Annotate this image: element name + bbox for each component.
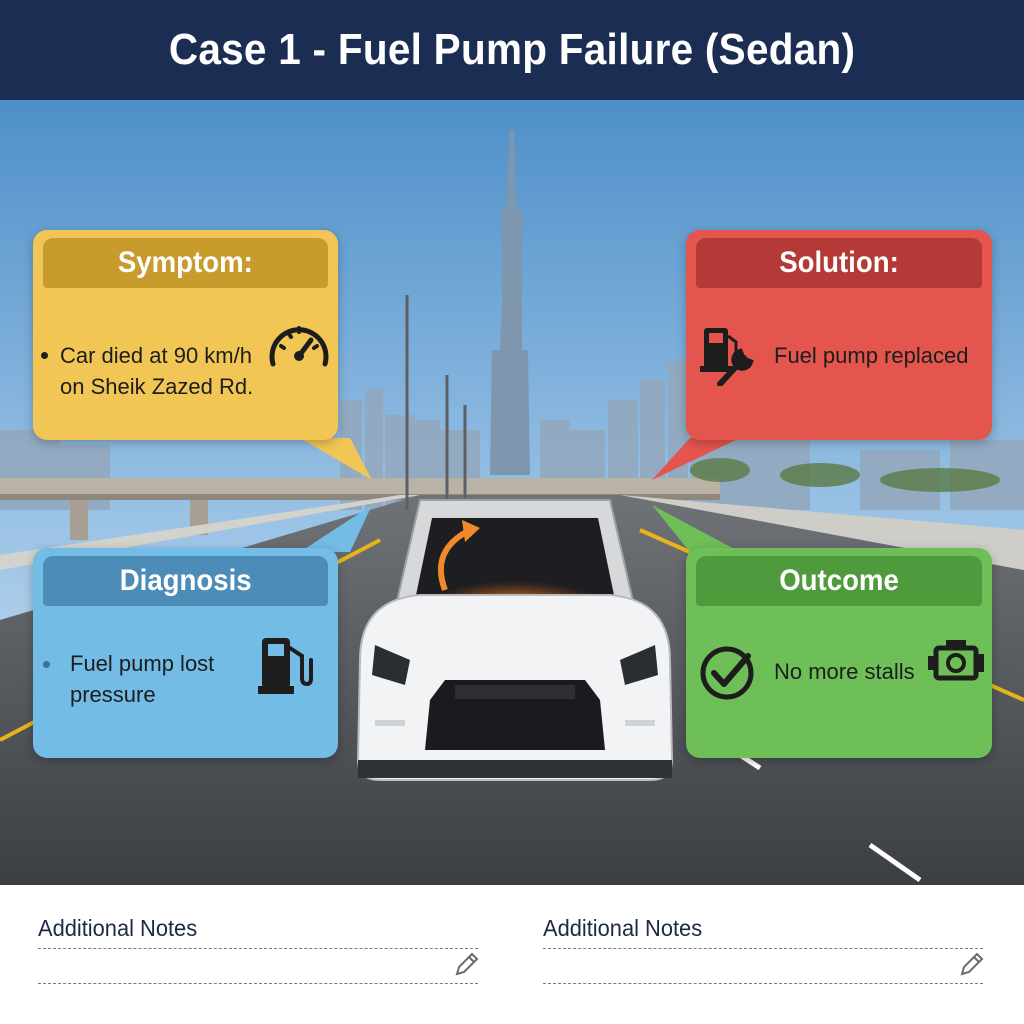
car-illustration xyxy=(356,499,674,781)
title-banner: Case 1 - Fuel Pump Failure (Sedan) xyxy=(0,0,1024,100)
diagnosis-card: Diagnosis Fuel pump lost pressure xyxy=(33,548,338,758)
symptom-card: Symptom: Car died at 90 km/h on Sheik Za… xyxy=(33,230,338,440)
symptom-bullet xyxy=(41,352,48,359)
symptom-line-1: Car died at 90 km/h xyxy=(60,343,252,368)
notes-title-left: Additional Notes xyxy=(38,915,198,941)
notes-line xyxy=(543,983,983,984)
outcome-heading: Outcome xyxy=(779,564,899,597)
notes-right: Additional Notes xyxy=(543,915,984,984)
diagnosis-line-1: Fuel pump lost xyxy=(70,651,215,676)
symptom-text: Car died at 90 km/h on Sheik Zazed Rd. xyxy=(60,340,253,402)
diagnosis-line-2: pressure xyxy=(70,682,156,707)
notes-title-right: Additional Notes xyxy=(543,915,703,941)
diagnosis-text: Fuel pump lost pressure xyxy=(70,648,214,710)
diagnosis-heading-bar: Diagnosis xyxy=(43,556,328,606)
pencil-icon[interactable] xyxy=(453,950,481,978)
symptom-heading: Symptom: xyxy=(118,246,253,279)
speedometer-icon xyxy=(269,326,329,367)
pencil-icon[interactable] xyxy=(958,950,986,978)
diagnosis-bullet xyxy=(43,661,50,668)
page-title: Case 1 - Fuel Pump Failure (Sedan) xyxy=(168,25,856,74)
fuel-pump-wrench-icon xyxy=(700,328,754,386)
notes-left: Additional Notes xyxy=(38,915,479,984)
engine-icon xyxy=(928,640,984,681)
solution-text: Fuel pump replaced xyxy=(774,343,969,368)
background-illustration xyxy=(0,100,1024,885)
symptom-line-2: on Sheik Zazed Rd. xyxy=(60,374,254,399)
outcome-text: No more stalls xyxy=(774,659,915,684)
solution-heading-bar: Solution: xyxy=(696,238,982,288)
notes-line xyxy=(38,948,478,949)
checkmark-icon xyxy=(700,646,754,700)
solution-heading: Solution: xyxy=(779,246,899,279)
notes-section: Additional Notes Additional Notes xyxy=(0,885,1024,1024)
diagnosis-heading: Diagnosis xyxy=(119,564,252,597)
symptom-heading-bar: Symptom: xyxy=(43,238,328,288)
notes-line xyxy=(38,983,478,984)
notes-line xyxy=(543,948,983,949)
fuel-pump-icon xyxy=(258,638,313,694)
solution-card: Solution: Fuel pump replaced xyxy=(686,230,992,440)
outcome-heading-bar: Outcome xyxy=(696,556,982,606)
outcome-card: Outcome No more stalls xyxy=(686,548,992,758)
highway-scene xyxy=(0,100,1024,885)
